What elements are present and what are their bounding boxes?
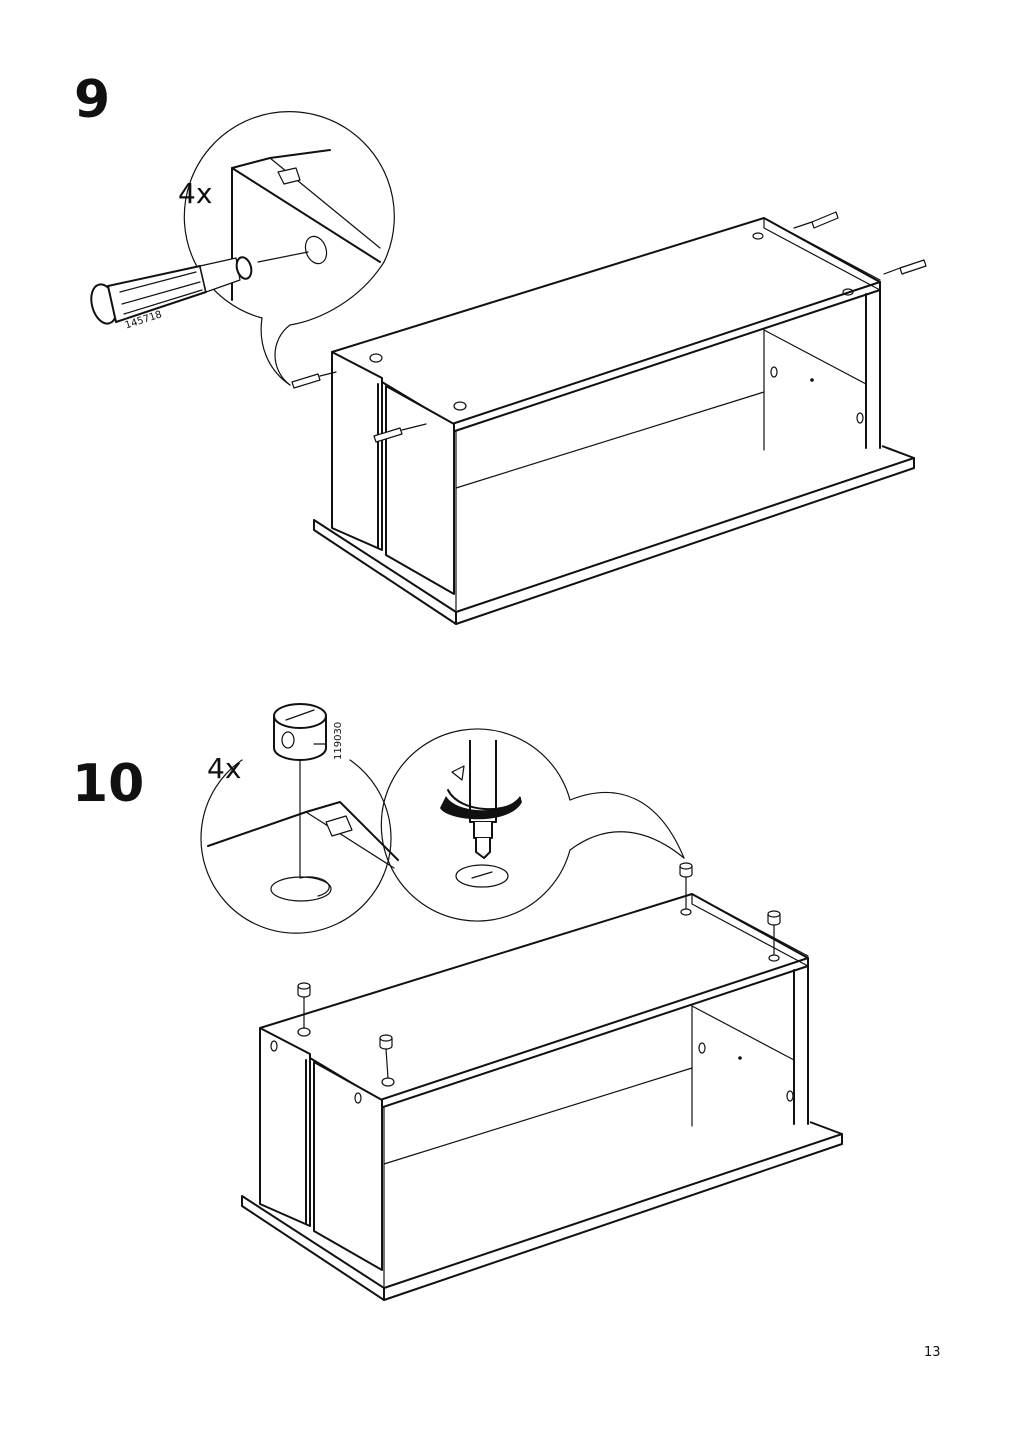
cam-nut-1 [297, 982, 311, 1029]
step-9-dowels [291, 211, 927, 443]
wooden-dowel-icon [90, 256, 253, 325]
cam-lock-nut-icon [273, 703, 327, 889]
step-10-quantity: 4x [207, 752, 242, 785]
step-9-illustration [90, 111, 927, 625]
step-9-number: 9 [74, 70, 111, 130]
step-9-cabinet [313, 217, 915, 625]
cam-nut-3 [679, 862, 693, 909]
page-number: 13 [924, 1345, 941, 1360]
step-10-detail-screwdriver [380, 728, 685, 922]
step-10-detail-hole [200, 759, 399, 934]
step-10-cam-nuts [297, 862, 781, 1079]
step-10-illustration [200, 703, 843, 1301]
step-10-cabinet [241, 893, 843, 1301]
step-10-number: 10 [72, 754, 145, 814]
cam-nut-2 [379, 1034, 393, 1079]
step-9-quantity: 4x [178, 177, 213, 210]
cam-nut-4 [767, 910, 781, 955]
